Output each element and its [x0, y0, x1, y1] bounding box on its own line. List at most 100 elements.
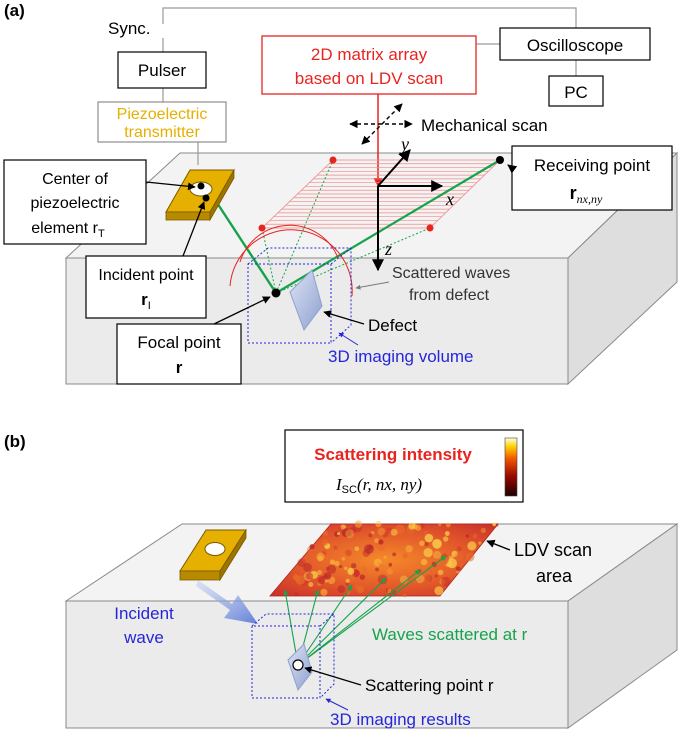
- svg-text:rnx,ny: rnx,ny: [570, 183, 603, 206]
- center-label-line2: piezoelectric: [31, 195, 120, 212]
- heat-speckle: [376, 542, 386, 551]
- heat-speckle: [465, 534, 469, 538]
- heat-speckle: [354, 520, 363, 528]
- oscilloscope-box: Oscilloscope: [499, 27, 651, 61]
- heat-speckle: [333, 545, 338, 550]
- incident-point-label: Incident point: [98, 267, 194, 284]
- heat-speckle: [321, 539, 329, 546]
- heat-speckle: [303, 572, 313, 581]
- heat-speckle: [356, 585, 365, 594]
- pc-label: PC: [564, 83, 588, 102]
- incident-point-callout: Incident point rI: [85, 201, 207, 319]
- heat-speckle: [454, 551, 464, 561]
- heat-speckle: [386, 568, 393, 575]
- heat-speckle: [329, 559, 336, 565]
- pc-box: PC: [548, 75, 604, 107]
- heat-speckle: [419, 540, 425, 547]
- axis-x-label: x: [445, 189, 454, 209]
- incident-wave-line2: wave: [123, 628, 164, 647]
- imaging-volume-a: [247, 247, 352, 344]
- heat-speckle: [492, 522, 497, 527]
- heat-speckle: [385, 588, 390, 592]
- mechanical-scan-arrows: [349, 103, 413, 145]
- heat-speckle: [415, 574, 425, 584]
- sync-label: Sync.: [108, 19, 151, 38]
- heat-speckle: [323, 572, 332, 580]
- heat-speckle: [326, 564, 337, 574]
- matrix-array-box: 2D matrix array based on LDV scan: [261, 35, 477, 95]
- panel-b-label: (b): [4, 432, 26, 451]
- heat-speckle: [344, 566, 348, 570]
- heat-speckle: [378, 539, 384, 545]
- incident-symbol: r: [141, 290, 148, 309]
- heat-speckle: [302, 556, 309, 563]
- defect-label: Defect: [368, 316, 417, 335]
- heat-speckle: [456, 546, 462, 552]
- center-subscript: T: [98, 228, 105, 240]
- heat-speckle: [339, 565, 343, 569]
- heat-speckle: [361, 566, 367, 572]
- receiving-point-dot: [496, 156, 504, 164]
- scattered-pointer: [355, 281, 390, 290]
- heat-speckle: [415, 524, 422, 531]
- imaging-volume-label: 3D imaging volume: [328, 347, 474, 366]
- imaging-results-pointer: [325, 698, 349, 711]
- colorbar-title: Scattering intensity: [314, 445, 472, 464]
- heat-speckle: [441, 576, 451, 587]
- waves-scattered-label: Waves scattered at r: [372, 625, 528, 644]
- piezo-transmitter-box: Piezoelectric transmitter: [97, 101, 227, 143]
- heat-speckle: [359, 574, 365, 580]
- heat-speckle: [354, 546, 360, 552]
- ldv-scan-label-line1: LDV scan: [514, 540, 592, 560]
- center-label-line1: Center of: [42, 171, 108, 188]
- heat-speckle: [443, 536, 449, 542]
- heat-speckle: [451, 550, 458, 558]
- heat-speckle: [347, 567, 355, 575]
- heat-speckle: [402, 593, 407, 598]
- heat-speckle: [465, 552, 475, 562]
- coordinate-axes: [372, 149, 444, 272]
- heat-speckle: [377, 574, 388, 585]
- heat-speckle: [345, 549, 352, 557]
- heat-speckle: [432, 539, 442, 549]
- heat-speckle: [399, 575, 408, 584]
- heat-speckle: [375, 520, 382, 528]
- imaging-volume-pointer: [338, 332, 359, 346]
- heat-speckle: [424, 542, 429, 547]
- heat-speckle: [388, 562, 393, 567]
- defect-shape-a: [289, 269, 323, 332]
- svg-text:rI: rI: [141, 290, 151, 312]
- heat-speckle: [455, 566, 461, 572]
- heat-speckle: [364, 538, 372, 545]
- ldv-scan-pointer: [486, 539, 511, 551]
- heat-speckle: [467, 541, 477, 551]
- focal-point-label: Focal point: [137, 333, 220, 352]
- incident-wave-line1: Incident: [114, 604, 174, 623]
- heat-speckle: [402, 552, 409, 559]
- heat-speckle: [364, 544, 374, 554]
- receiving-point-callout: Receiving point rnx,ny: [507, 145, 673, 211]
- heat-speckle: [420, 558, 428, 566]
- heat-speckle: [308, 582, 314, 587]
- heat-speckle: [295, 575, 305, 585]
- colorbar-legend: Scattering intensity ISC(r, nx, ny): [284, 429, 524, 503]
- oscilloscope-label: Oscilloscope: [527, 36, 623, 55]
- heat-speckle: [309, 544, 315, 550]
- svg-text:element rT: element rT: [31, 220, 105, 240]
- heat-speckle: [495, 523, 499, 527]
- heat-speckle: [382, 531, 389, 538]
- heat-speckle: [305, 572, 314, 580]
- heat-speckle: [374, 538, 380, 544]
- ldv-scan-label-line2: area: [536, 566, 573, 586]
- heat-speckle: [438, 523, 442, 527]
- sync-wiring: [162, 7, 577, 165]
- heat-speckle: [423, 530, 429, 535]
- panel-a-label: (a): [4, 1, 25, 20]
- mechanical-scan-label: Mechanical scan: [421, 116, 548, 135]
- center-label-line3: element r: [31, 220, 98, 237]
- heat-speckle: [387, 588, 392, 594]
- heat-speckle: [351, 563, 357, 569]
- heat-speckle: [354, 584, 359, 589]
- colorbar-formula-symbol: I: [335, 475, 343, 494]
